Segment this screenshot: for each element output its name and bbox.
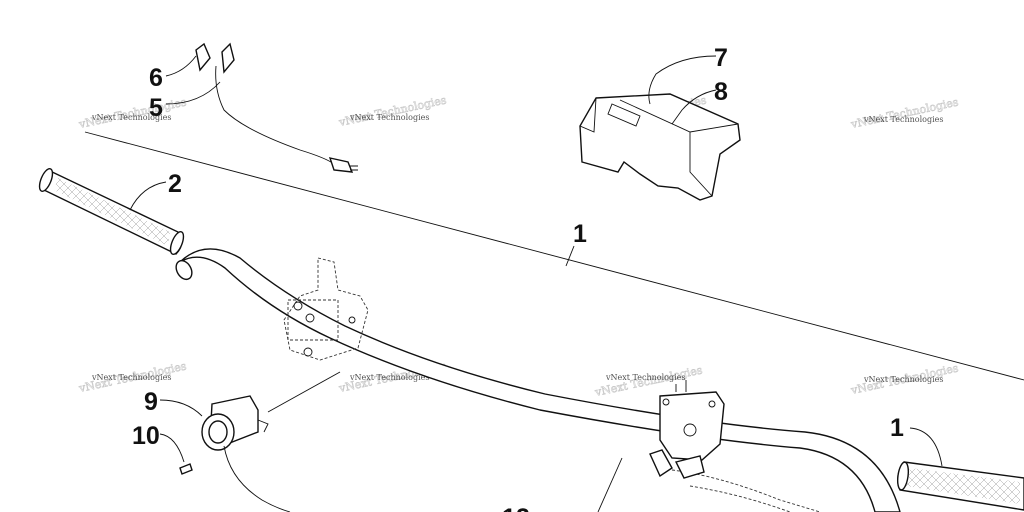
watermark: vNext Technologies (91, 373, 171, 382)
watermark: vNext Technologies (863, 375, 943, 384)
callout-12: 12 (502, 504, 530, 512)
callout-5: 5 (149, 94, 163, 122)
mounting-screw (179, 463, 193, 475)
callout-8: 8 (714, 78, 728, 106)
callout-7: 7 (714, 44, 728, 72)
callout-6: 6 (149, 64, 163, 92)
throttle-switch-housing (179, 395, 291, 512)
callout-10: 10 (132, 422, 160, 450)
callout-labels: 6 5 2 7 8 1 1 9 10 12 (132, 44, 904, 512)
watermark: vNext Technologies (605, 373, 685, 382)
heater-wire (195, 42, 358, 173)
watermark: vNext Technologies (863, 115, 943, 124)
watermark-ghost: vNext Technologies (337, 93, 448, 129)
watermark: vNext Technologies (349, 113, 429, 122)
wire-terminal-a (195, 42, 211, 72)
callout-1: 1 (573, 220, 587, 248)
callout-2: 1 (890, 414, 904, 442)
brake-master-cylinder (649, 380, 821, 512)
callout-9: 9 (144, 388, 158, 416)
handlebar (175, 248, 901, 512)
wire-terminal-b (221, 42, 235, 74)
callout-3: 2 (168, 170, 182, 198)
leader-lines (129, 55, 943, 512)
right-grip (896, 461, 1024, 511)
watermark: vNext Technologies (91, 113, 171, 122)
watermark-ghost: vNext Technologies (849, 95, 960, 131)
assembly-axis-line (84, 131, 1024, 381)
leader-line (267, 371, 341, 413)
bar-clamp-phantom (283, 257, 369, 361)
watermark: vNext Technologies (349, 373, 429, 382)
handlebar-pad (579, 93, 741, 201)
left-grip (38, 168, 185, 255)
